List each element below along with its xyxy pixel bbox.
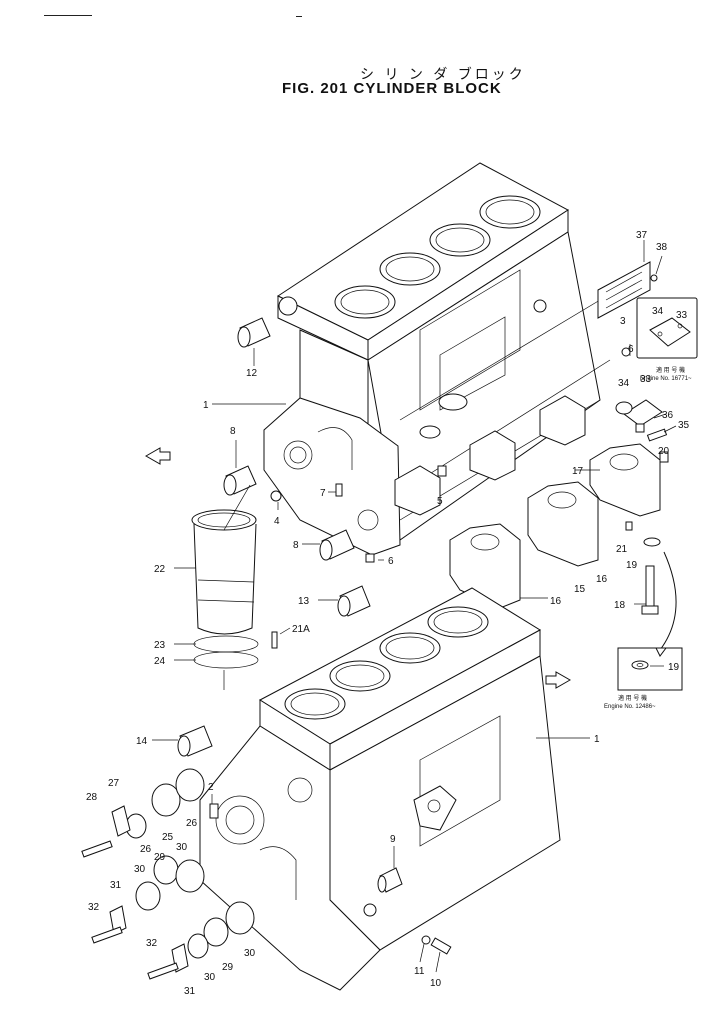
- callout-11: 11: [414, 966, 425, 977]
- part-2-pin: [209, 803, 219, 819]
- callout-8-lower: 8: [293, 540, 299, 551]
- note-upper-jp: 適 用 号 機: [656, 366, 685, 374]
- header-mark: [296, 16, 302, 17]
- callouts: 1 1 2 3 4 5 6 6 7 8 8 9 10 11 12 13 14 1…: [86, 230, 690, 997]
- callout-28: 28: [86, 792, 98, 803]
- callout-37: 37: [636, 230, 648, 241]
- upper-cylinder-block: [263, 162, 611, 556]
- front-arrow-lower: [545, 671, 572, 689]
- brackets-and-bolts: [81, 805, 189, 980]
- callout-16-upper: 16: [596, 574, 608, 585]
- callout-1-upper: 1: [203, 400, 209, 411]
- part-10-11-drain-plug: [421, 935, 452, 955]
- part-7-pin: [335, 483, 343, 497]
- callout-19-upper: 19: [626, 560, 638, 571]
- callout-1-lower: 1: [594, 734, 600, 745]
- callout-38: 38: [656, 242, 668, 253]
- callout-31-upper: 31: [110, 880, 122, 891]
- note-lower-serial: Engine No. 12486~: [604, 704, 656, 710]
- callout-36: 36: [662, 410, 674, 421]
- callout-29-lower: 29: [222, 962, 234, 973]
- callout-26-right: 26: [186, 818, 198, 829]
- part-13-bushing: [337, 585, 371, 617]
- callout-33-upper: 33: [676, 310, 688, 321]
- part-5-plug: [437, 465, 447, 477]
- callout-30-c: 30: [244, 948, 256, 959]
- callout-8-upper: 8: [230, 426, 236, 437]
- serial-notes: 適 用 号 機 Engine No. 16771~ 適 用 号 機 Engine…: [604, 366, 692, 710]
- callout-33-lower: 33: [640, 374, 652, 385]
- part-23-o-ring: [193, 635, 259, 653]
- part-20-dowel: [659, 451, 669, 463]
- callout-2: 2: [208, 782, 214, 793]
- callout-19-lower: 19: [668, 662, 680, 673]
- callout-17: 17: [572, 466, 584, 477]
- callout-32-lower: 32: [146, 938, 158, 949]
- callout-13: 13: [298, 596, 310, 607]
- title-japanese: シ リ ン ダ ブロック: [360, 67, 526, 83]
- part-6-plug: [365, 553, 375, 563]
- callout-30-a: 30: [134, 864, 146, 875]
- part-14-bushing: [177, 725, 213, 757]
- callout-29-upper: 29: [154, 852, 166, 863]
- part-24-o-ring: [193, 651, 259, 669]
- part-18-bolt: [641, 565, 659, 615]
- callout-30-b: 30: [176, 842, 188, 853]
- part-8-bushing-lower: [319, 529, 355, 561]
- callout-20: 20: [658, 446, 670, 457]
- callout-10: 10: [430, 978, 442, 989]
- callout-25: 25: [162, 832, 174, 843]
- callout-18: 18: [614, 600, 626, 611]
- part-19-washer: [643, 537, 661, 547]
- main-bearing-caps: [449, 443, 661, 609]
- part-37-nameplate: [597, 261, 658, 319]
- callout-26-left: 26: [140, 844, 152, 855]
- callout-16-lower: 16: [550, 596, 562, 607]
- expansion-plugs: [125, 768, 255, 959]
- callout-34-lower: 34: [618, 378, 630, 389]
- lower-cylinder-block: [199, 587, 561, 991]
- callout-34-upper: 34: [652, 306, 664, 317]
- part-19-washer-box: [617, 647, 683, 691]
- callout-14: 14: [136, 736, 148, 747]
- callout-15: 15: [574, 584, 586, 595]
- note-upper-serial: Engine No. 16771~: [640, 376, 692, 382]
- callout-7: 7: [320, 488, 326, 499]
- callout-3: 3: [620, 316, 626, 327]
- figure-title: FIG. 201 CYLINDER BLOCK: [282, 80, 502, 97]
- callout-6-upper: 6: [628, 344, 634, 355]
- part-21-pin: [625, 521, 633, 531]
- part-9-plug: [377, 867, 403, 893]
- callout-35: 35: [678, 420, 690, 431]
- callout-23: 23: [154, 640, 166, 651]
- part-22-cylinder-liner: [191, 509, 257, 635]
- callout-12: 12: [246, 368, 258, 379]
- callout-27: 27: [108, 778, 120, 789]
- part-12-bushing: [237, 317, 271, 348]
- callout-6-lower: 6: [388, 556, 394, 567]
- part-33-34-cover: [615, 297, 698, 427]
- part-35-36-bolts: [635, 423, 668, 442]
- note-lower-jp: 適 用 号 機: [618, 694, 647, 702]
- callout-24: 24: [154, 656, 166, 667]
- leader-lines: [152, 240, 677, 973]
- callout-31-lower: 31: [184, 986, 196, 997]
- front-arrow-upper: [144, 447, 171, 465]
- header-rule: [44, 15, 92, 16]
- callout-4: 4: [274, 516, 280, 527]
- callout-9: 9: [390, 834, 396, 845]
- part-8-bushing-upper: [223, 465, 257, 496]
- part-4-plug: [270, 490, 282, 502]
- callout-21a: 21A: [292, 624, 310, 635]
- callout-22: 22: [154, 564, 166, 575]
- callout-21: 21: [616, 544, 628, 555]
- callout-32-upper: 32: [88, 902, 100, 913]
- part-21a-dowel: [271, 631, 278, 649]
- callout-5: 5: [437, 496, 443, 507]
- callout-30-d: 30: [204, 972, 216, 983]
